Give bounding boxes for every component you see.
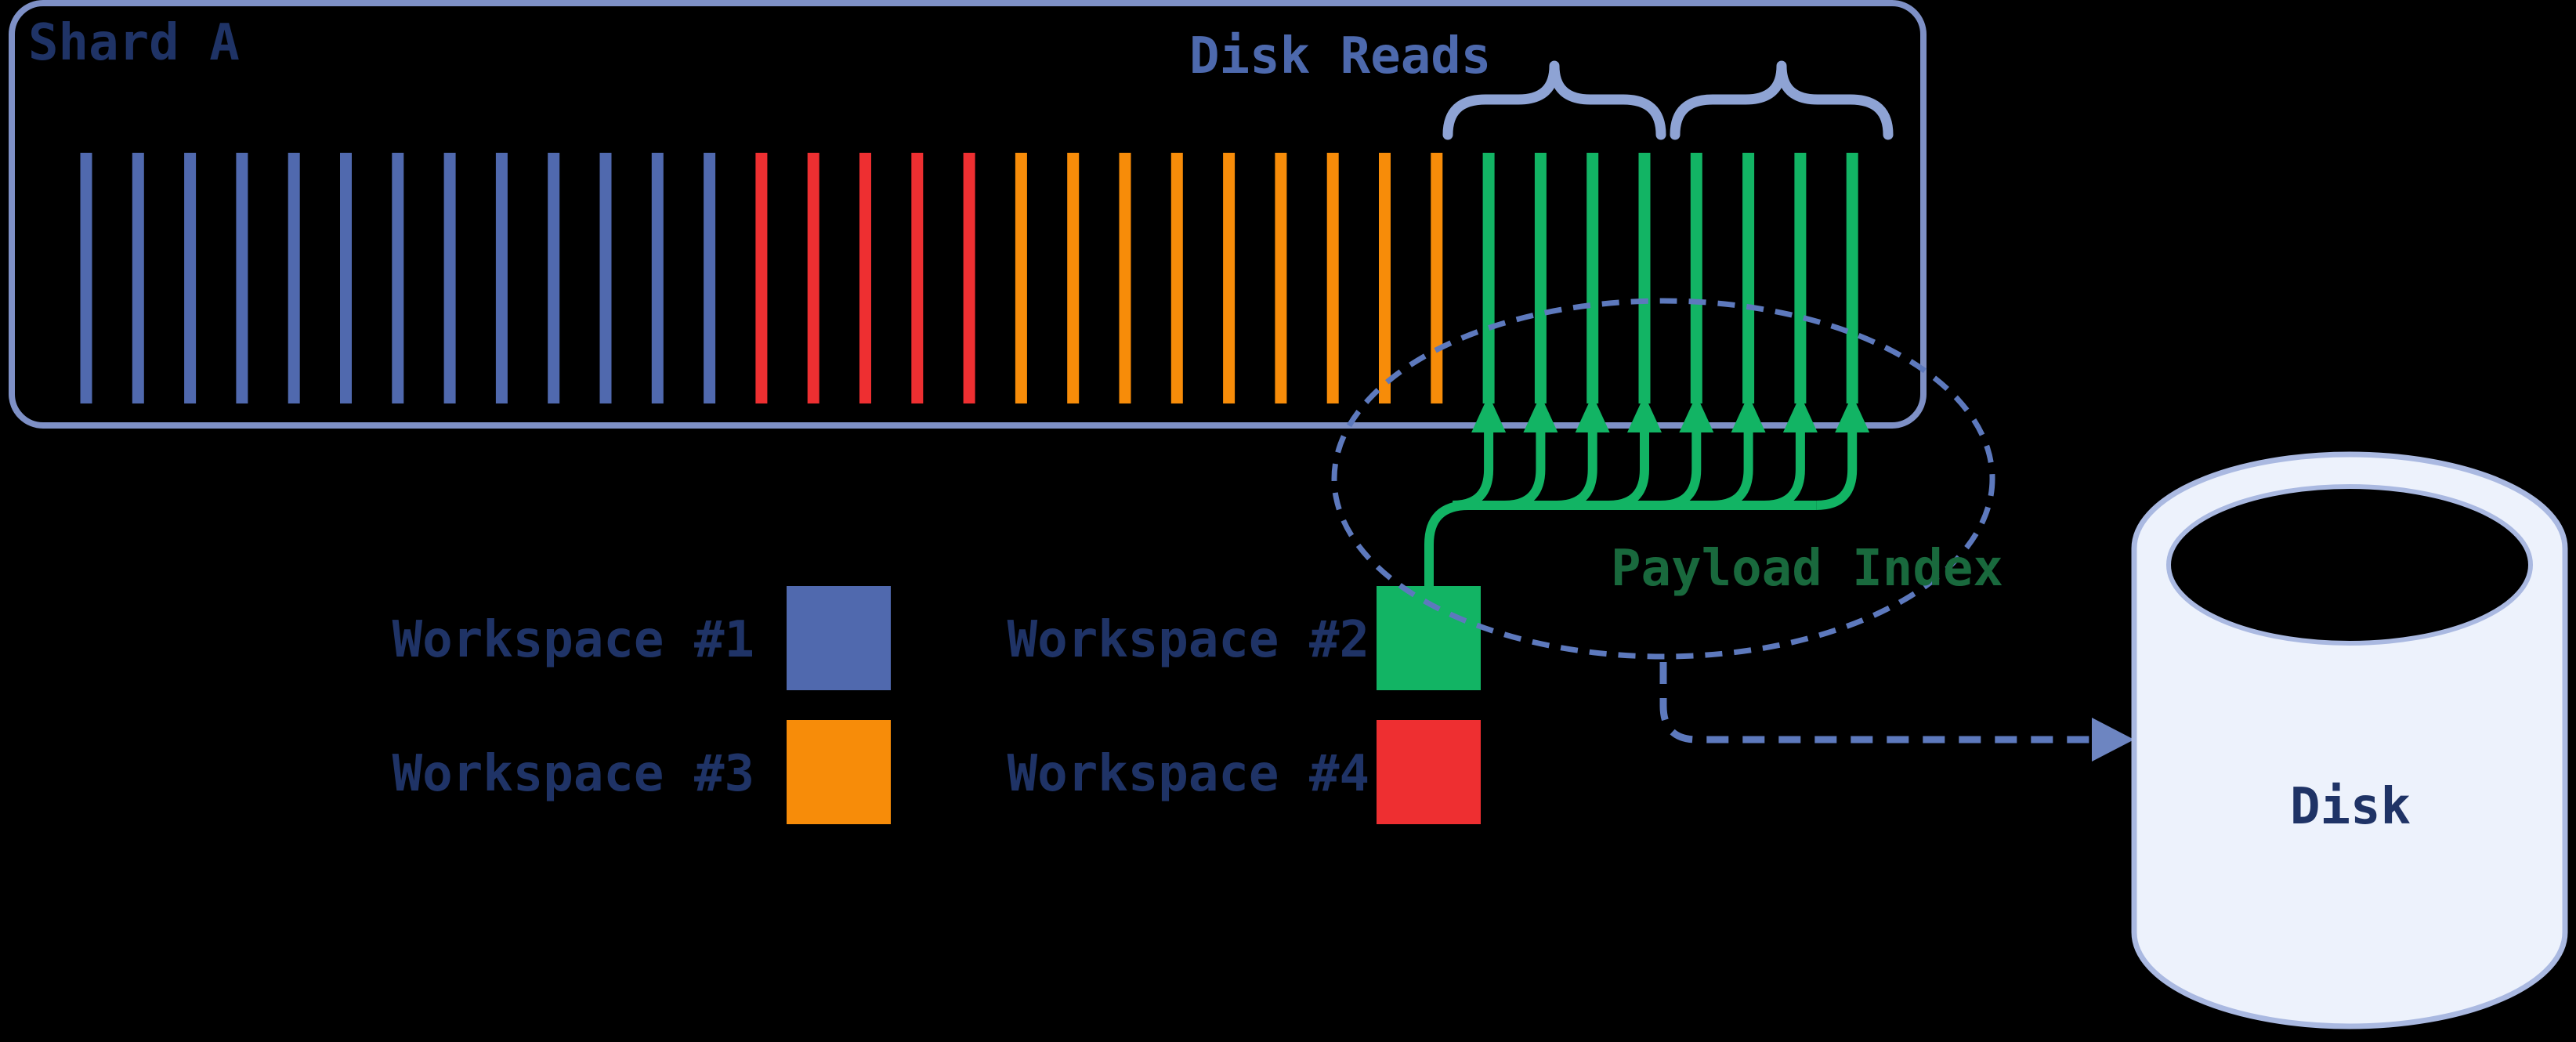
legend-swatch-workspace-3 xyxy=(787,720,891,824)
payload-arrow-stem xyxy=(1608,432,1649,510)
shard-bar-workspace4 xyxy=(963,153,975,403)
shard-bar-workspace3 xyxy=(1275,153,1287,403)
payload-arrow-head xyxy=(1679,395,1714,432)
payload-arrow-stem xyxy=(1660,432,1702,510)
legend-item-workspace-2: Workspace #2 xyxy=(1008,586,1481,690)
shard-bar-workspace1 xyxy=(236,153,248,403)
shard-bar-workspace1 xyxy=(704,153,716,403)
shard-bar-workspace1 xyxy=(443,153,456,403)
shard-bar-workspace1 xyxy=(495,153,508,403)
shard-bar-workspace1 xyxy=(80,153,92,403)
shard-bar-workspace2 xyxy=(1846,153,1858,403)
disk-cylinder: Disk xyxy=(2131,451,2568,1029)
shard-bar-workspace3 xyxy=(1119,153,1131,403)
shard-bar-workspace3 xyxy=(1326,153,1339,403)
disk-arrow-head xyxy=(2092,718,2134,762)
shard-bar-workspace2 xyxy=(1534,153,1547,403)
payload-arrow-head xyxy=(1627,395,1662,432)
payload-arrow-stem xyxy=(1815,432,1858,510)
legend-swatch-workspace-1 xyxy=(787,586,891,690)
shard-bar-workspace3 xyxy=(1379,153,1391,403)
shard-bar-workspace2 xyxy=(1742,153,1755,403)
shard-bar-workspace2 xyxy=(1794,153,1807,403)
legend-item-workspace-4: Workspace #4 xyxy=(1008,720,1481,824)
shard-a-box xyxy=(9,0,1927,429)
shard-a-label: Shard A xyxy=(28,14,240,72)
shard-bar-workspace3 xyxy=(1223,153,1236,403)
disk-reads-brace-1 xyxy=(1442,60,1666,140)
payload-arrow-head xyxy=(1575,395,1610,432)
payload-arrow-head xyxy=(1782,395,1818,432)
payload-arrow-head xyxy=(1471,395,1507,432)
shard-bar-workspace2 xyxy=(1638,153,1651,403)
payload-arrow-head xyxy=(1523,395,1558,432)
shard-bar-workspace2 xyxy=(1690,153,1702,403)
legend: Workspace #1 Workspace #2 Workspace #3 W… xyxy=(393,586,1481,824)
disk-cylinder-opening xyxy=(2166,484,2533,646)
disk-reads-brace-2 xyxy=(1670,60,1894,140)
shard-bars xyxy=(80,153,1858,403)
disk-label: Disk xyxy=(2290,778,2411,836)
legend-label-workspace-1: Workspace #1 xyxy=(393,611,754,669)
payload-index-ellipse xyxy=(1331,298,1995,660)
payload-arrow-head xyxy=(1731,395,1766,432)
shard-bar-workspace4 xyxy=(755,153,768,403)
shard-bar-workspace1 xyxy=(548,153,560,403)
disk-arrow-line xyxy=(1659,662,2095,744)
payload-arrow-stem xyxy=(1504,432,1546,510)
disk-reads-label: Disk Reads xyxy=(1189,27,1491,85)
shard-bar-workspace4 xyxy=(807,153,819,403)
shard-bar-workspace3 xyxy=(1067,153,1080,403)
legend-label-workspace-2: Workspace #2 xyxy=(1008,611,1369,669)
shard-bar-workspace4 xyxy=(859,153,871,403)
shard-bar-workspace1 xyxy=(340,153,352,403)
legend-item-workspace-1: Workspace #1 xyxy=(393,586,891,690)
shard-bar-workspace1 xyxy=(599,153,612,403)
legend-label-workspace-4: Workspace #4 xyxy=(1008,745,1369,803)
shard-bar-workspace2 xyxy=(1482,153,1495,403)
shard-bar-workspace3 xyxy=(1170,153,1183,403)
shard-bar-workspace1 xyxy=(132,153,144,403)
shard-bar-workspace3 xyxy=(1015,153,1027,403)
payload-arrow-stem xyxy=(1712,432,1753,510)
payload-arrow-stem xyxy=(1556,432,1597,510)
shard-bar-workspace1 xyxy=(392,153,404,403)
shard-bar-workspace1 xyxy=(651,153,664,403)
shard-bar-workspace2 xyxy=(1586,153,1599,403)
shard-bar-workspace1 xyxy=(288,153,300,403)
shard-bar-workspace1 xyxy=(184,153,197,403)
payload-arrow-stem xyxy=(1452,432,1494,510)
payload-index-label: Payload Index xyxy=(1611,540,2003,598)
payload-arrow-head xyxy=(1835,395,1870,432)
shard-bar-workspace4 xyxy=(911,153,924,403)
legend-swatch-workspace-4 xyxy=(1377,720,1481,824)
legend-label-workspace-3: Workspace #3 xyxy=(393,745,754,803)
shard-bar-workspace3 xyxy=(1431,153,1443,403)
payload-arrow-stem xyxy=(1764,432,1805,510)
payload-index-arrows xyxy=(1424,395,1870,586)
legend-item-workspace-3: Workspace #3 xyxy=(393,720,891,824)
